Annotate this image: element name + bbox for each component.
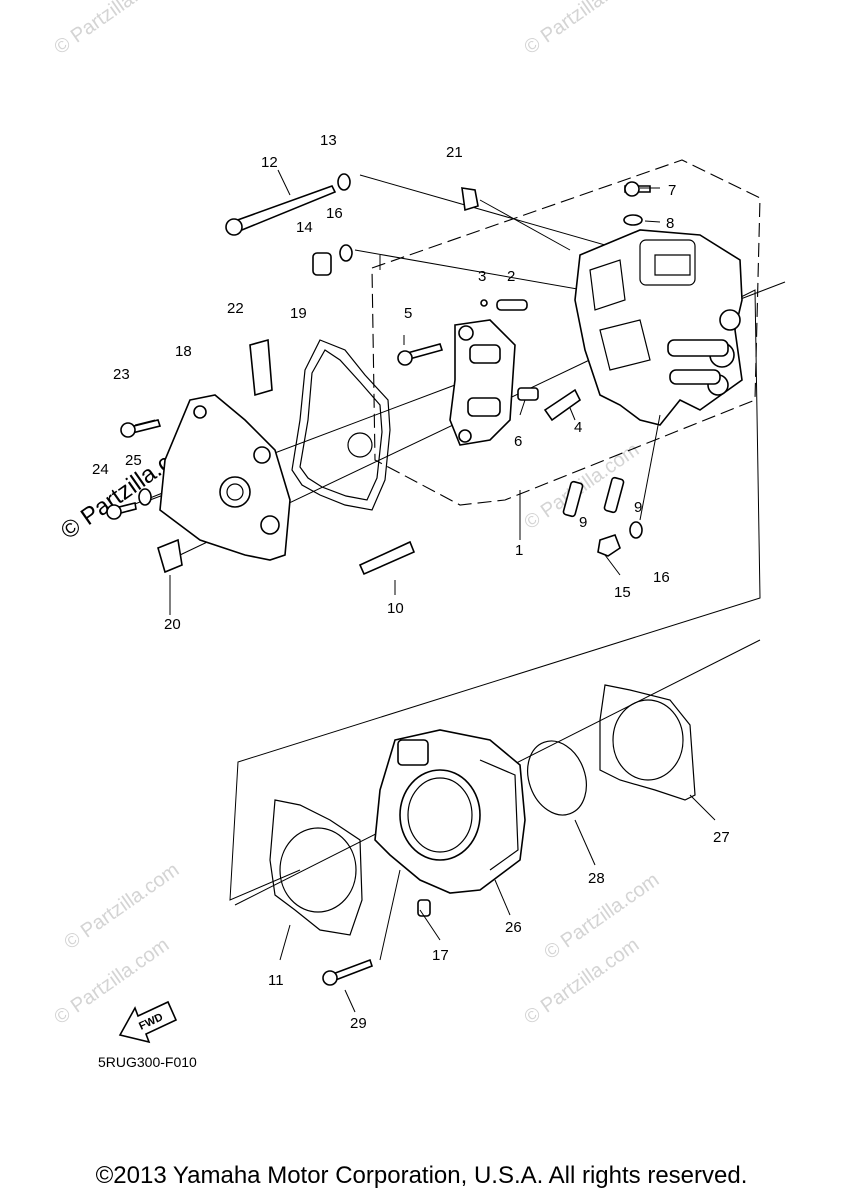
callout-26: 26 — [505, 919, 522, 936]
callout-8: 8 — [666, 215, 674, 232]
callout-23: 23 — [113, 366, 130, 383]
watermark: © Partzilla.com — [520, 0, 643, 59]
callout-5: 5 — [404, 305, 412, 322]
callout-13: 13 — [320, 132, 337, 149]
callout-labels: 1 2 3 4 5 6 7 8 9 9 10 11 12 13 14 15 16… — [92, 132, 730, 1032]
assembly-outline — [371, 159, 761, 506]
callout-16b: 16 — [653, 569, 670, 586]
callout-7: 7 — [668, 182, 676, 199]
watermark: © Partzilla.com — [520, 934, 643, 1029]
cylinder-body-part — [374, 729, 526, 894]
callout-17: 17 — [432, 947, 449, 964]
callout-24: 24 — [92, 461, 109, 478]
callout-9a: 9 — [579, 514, 587, 531]
callout-10: 10 — [387, 600, 404, 617]
head-gasket-part — [599, 684, 696, 801]
o-ring-part — [527, 740, 587, 816]
callout-6: 6 — [514, 433, 522, 450]
callout-21: 21 — [446, 144, 463, 161]
cylinder-head-part — [574, 229, 743, 426]
small-parts — [106, 173, 651, 986]
rocker-holder-part — [449, 319, 516, 446]
callout-20: 20 — [164, 616, 181, 633]
cylinder-base-gasket-part — [269, 799, 363, 936]
callout-12: 12 — [261, 154, 278, 171]
copyright-notice: ©2013 Yamaha Motor Corporation, U.S.A. A… — [95, 1162, 748, 1189]
callout-18: 18 — [175, 343, 192, 360]
callout-22: 22 — [227, 300, 244, 317]
callout-15: 15 — [614, 584, 631, 601]
callout-3: 3 — [478, 268, 486, 285]
callout-14: 14 — [296, 219, 313, 236]
callout-11: 11 — [268, 972, 284, 989]
callout-9b: 9 — [634, 499, 642, 516]
callout-16a: 16 — [326, 205, 343, 222]
callout-27: 27 — [713, 829, 730, 846]
callout-2: 2 — [507, 268, 515, 285]
callout-1: 1 — [515, 542, 523, 559]
callout-4: 4 — [574, 419, 582, 436]
fwd-arrow-icon: FWD — [118, 1000, 178, 1044]
callout-19: 19 — [290, 305, 307, 322]
callout-25: 25 — [125, 452, 142, 469]
callout-28: 28 — [588, 870, 605, 887]
callout-29: 29 — [350, 1015, 367, 1032]
head-cover-gasket-part — [291, 339, 391, 511]
head-cover-part — [159, 394, 291, 561]
callout-leaders — [169, 169, 716, 1013]
figure-code: 5RUG300-F010 — [98, 1054, 197, 1070]
watermark: © Partzilla.com — [50, 0, 173, 59]
